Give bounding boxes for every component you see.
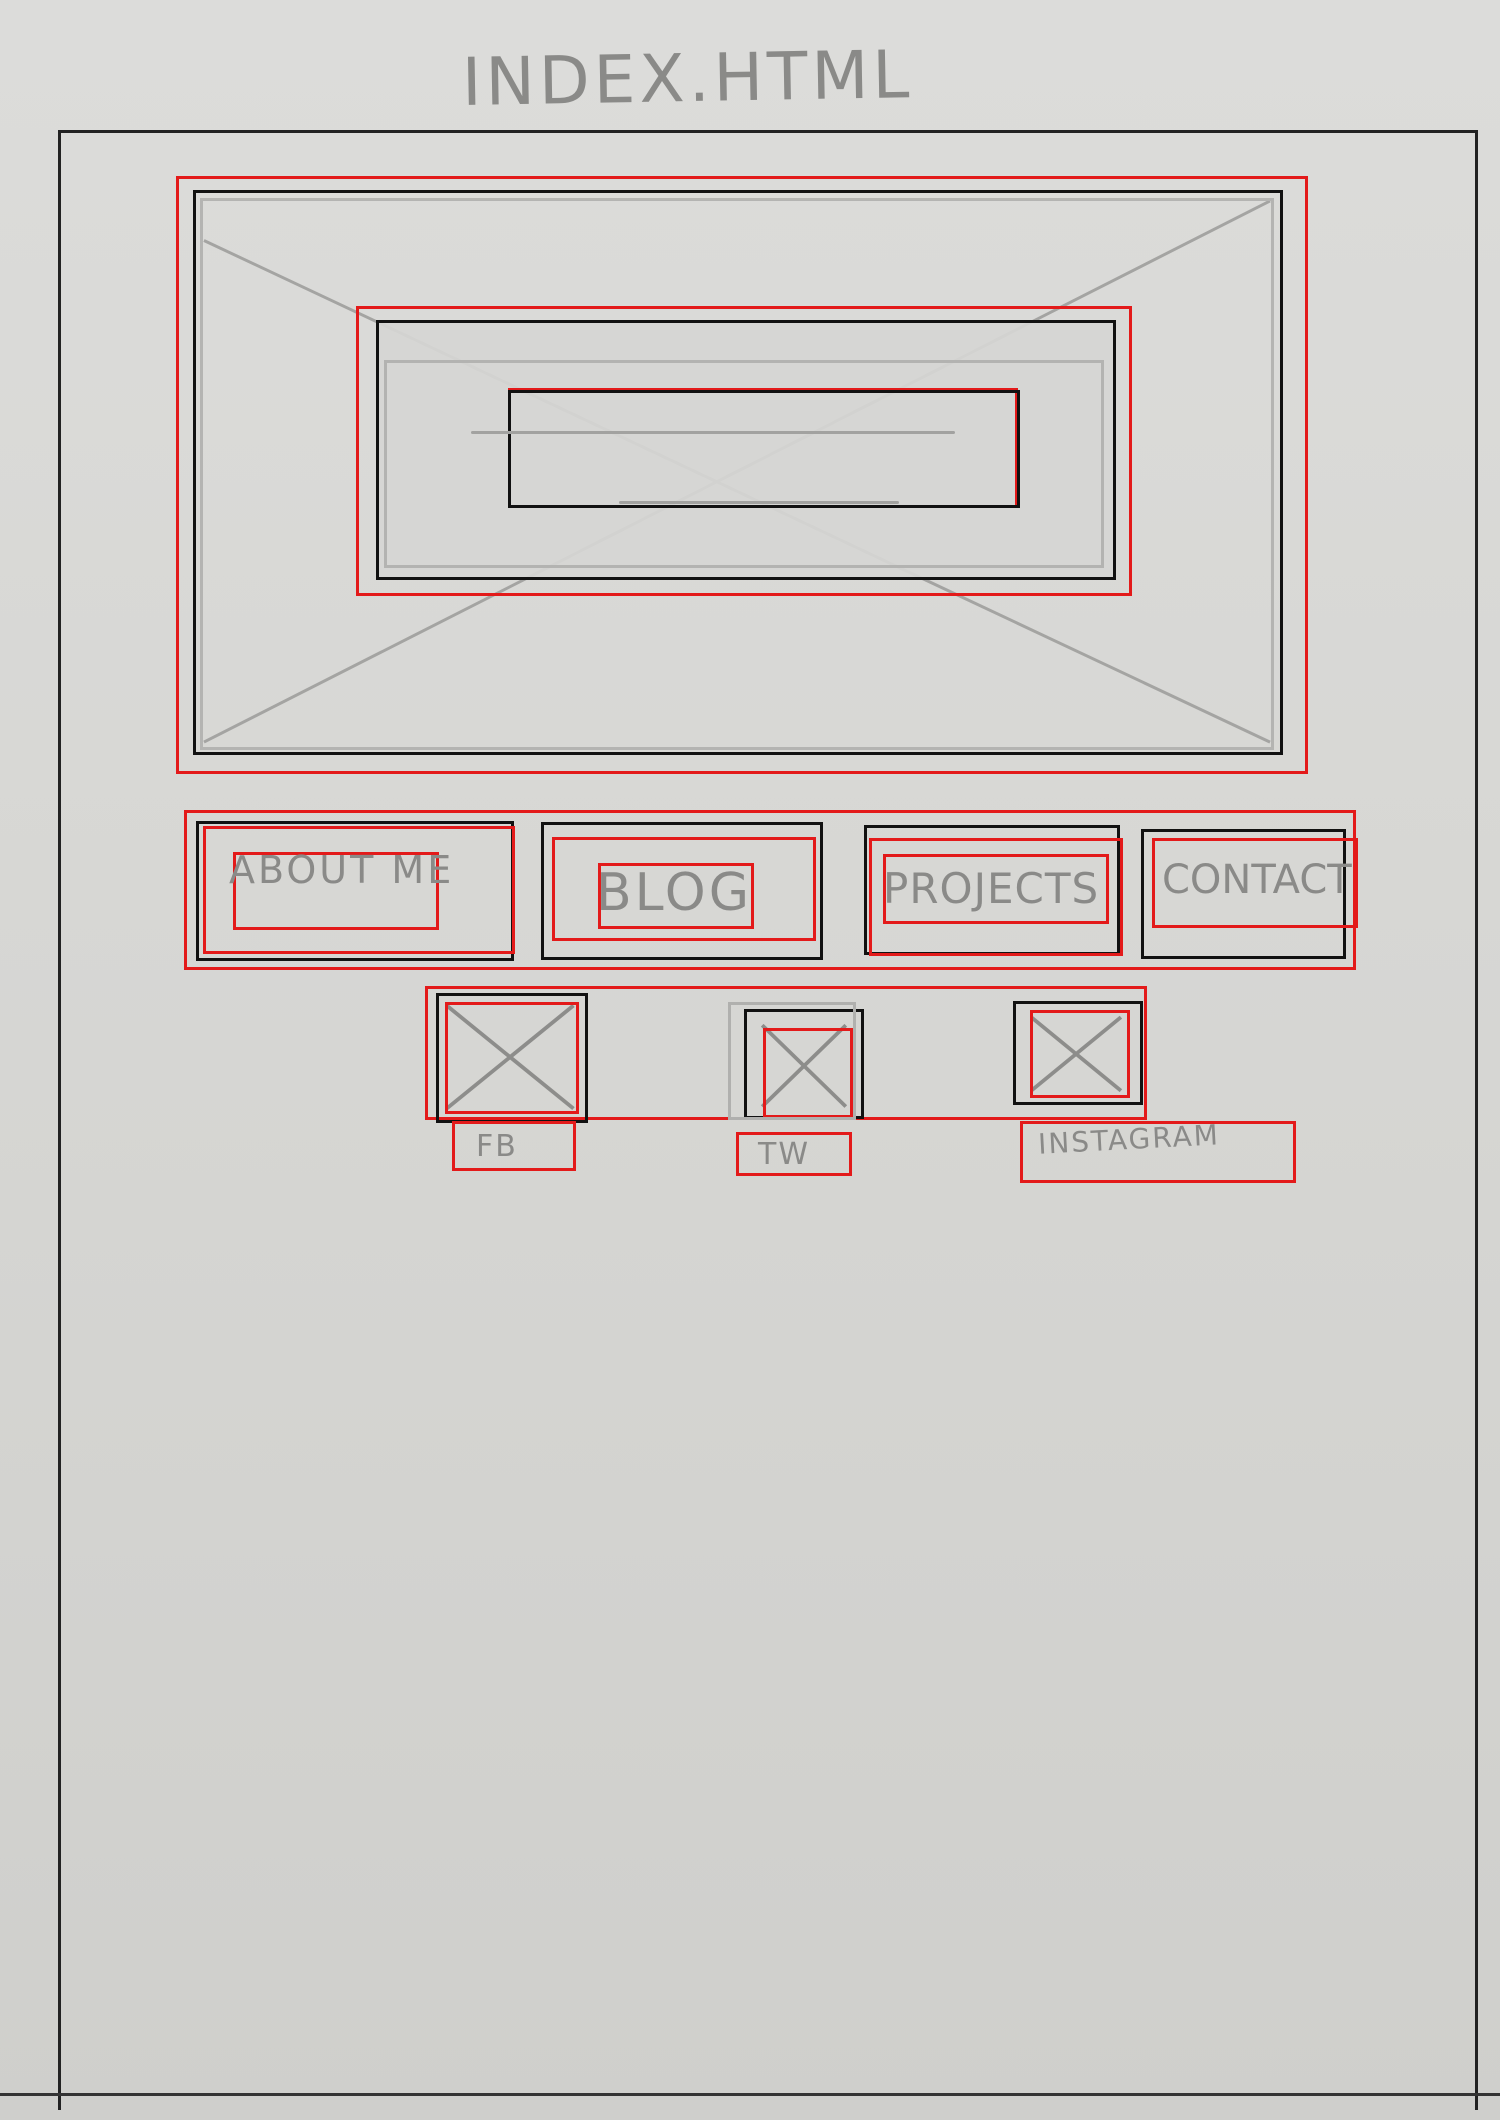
nav-projects-annotation — [869, 838, 1123, 956]
social-instagram-icon-annotation — [1030, 1010, 1130, 1098]
hero-subtext-line — [619, 501, 899, 504]
social-fb-label: FB — [476, 1129, 518, 1164]
hero-panel — [376, 320, 1116, 580]
social-fb-label-annotation — [452, 1121, 576, 1171]
nav-about-me-annotation — [203, 826, 515, 954]
nav-blog-button[interactable]: BLOG — [541, 822, 823, 960]
hero-panel-sketch-outline — [384, 360, 1104, 568]
instagram-image-placeholder-icon — [1030, 1015, 1123, 1093]
nav-contact-button[interactable]: CONTACT — [1141, 829, 1358, 959]
hero-text-block — [471, 390, 1020, 508]
tw-image-placeholder-icon — [760, 1023, 848, 1108]
social-fb-icon-annotation — [445, 1002, 579, 1114]
nav-about-me-label: ABOUT ME — [229, 848, 455, 892]
page-frame-bottom — [0, 2093, 1500, 2096]
nav-blog-label-annotation — [598, 863, 754, 929]
nav-about-me-label-annotation — [233, 852, 439, 930]
hero-annotation — [176, 176, 1308, 774]
page-title: INDEX.HTML — [461, 36, 914, 122]
nav-about-me-button[interactable]: ABOUT ME — [196, 821, 515, 961]
nav-contact-label: CONTACT — [1162, 857, 1352, 903]
nav-projects-button[interactable]: PROJECTS — [864, 825, 1123, 956]
nav-blog-label: BLOG — [596, 863, 753, 923]
nav-contact-annotation — [1152, 838, 1358, 928]
social-tw-sketch-outline — [728, 1002, 856, 1120]
hero-image-sketch-outline — [200, 198, 1274, 750]
social-instagram-label-annotation — [1020, 1121, 1296, 1183]
social-tw-label-annotation — [736, 1132, 852, 1176]
social-fb-button[interactable] — [436, 993, 588, 1123]
page-frame — [58, 130, 1478, 2110]
social-tw-label: TW — [758, 1137, 810, 1172]
hero-heading-line — [471, 431, 955, 434]
nav-projects-label: PROJECTS — [883, 864, 1100, 913]
fb-image-placeholder-icon — [445, 1004, 575, 1111]
hero-panel-annotation — [356, 306, 1132, 596]
nav-projects-label-annotation — [883, 854, 1109, 924]
nav-blog-annotation — [552, 837, 816, 941]
nav-annotation — [184, 810, 1356, 970]
social-tw-icon-annotation — [763, 1028, 853, 1118]
social-instagram-button[interactable] — [1013, 1001, 1143, 1105]
